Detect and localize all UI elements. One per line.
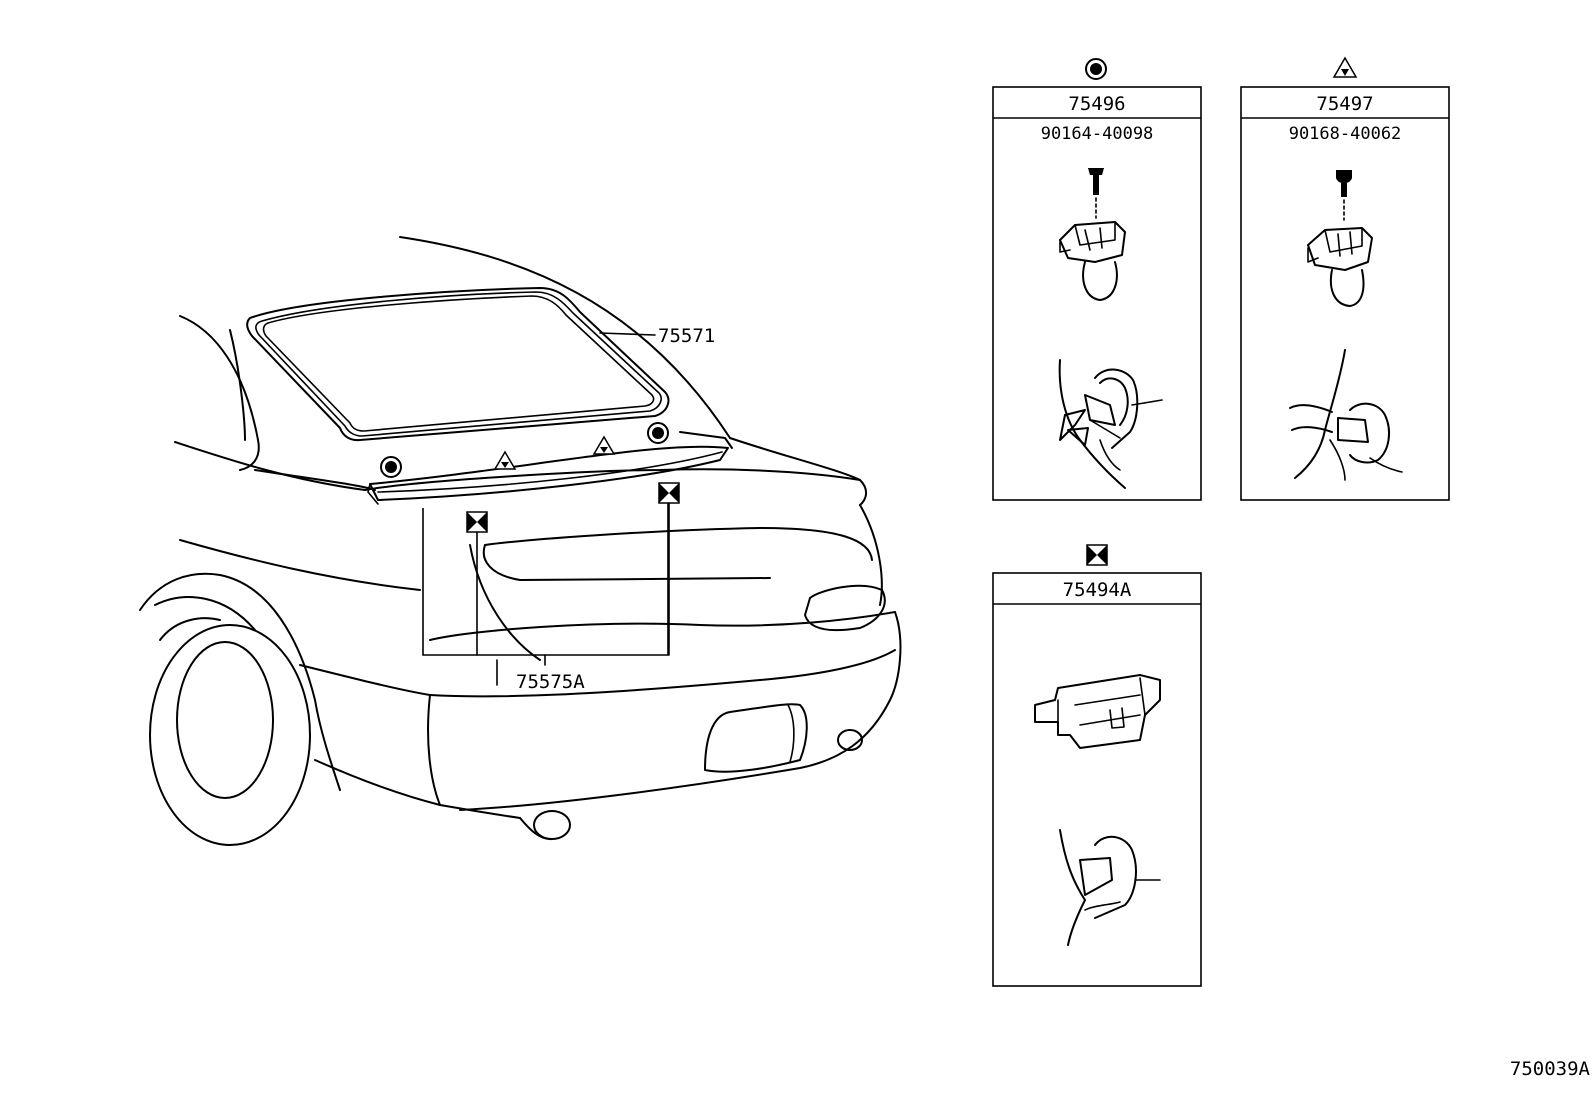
part-label-75575a: 75575A (516, 671, 585, 693)
panel-frame (992, 86, 1202, 501)
circle-dot-icon (1085, 58, 1107, 80)
triangle-dot-icon (1332, 56, 1358, 78)
part-label-75571: 75571 (658, 325, 715, 347)
panel-frame (1240, 86, 1450, 501)
clip-installed-view (1289, 349, 1403, 481)
leader-line (599, 332, 656, 336)
circle-dot-icon (380, 456, 402, 478)
figure-code: 750039A (1510, 1058, 1591, 1080)
panel-75497: 75497 90168-40062 (1240, 56, 1450, 501)
panel-sub-part-number: 90164-40098 (1041, 124, 1154, 144)
hourglass-square-icon (466, 511, 488, 533)
panel-75496: 75496 90164-40098 (992, 58, 1202, 501)
panel-part-number: 75494A (1063, 579, 1132, 601)
clip-icon (1034, 674, 1161, 749)
clip-icon (1059, 221, 1126, 301)
screw-icon (1336, 170, 1352, 221)
panel-sub-part-number: 90168-40062 (1289, 124, 1402, 144)
triangle-dot-icon (493, 450, 517, 470)
triangle-dot-icon (592, 435, 616, 455)
clip-icon (1307, 227, 1373, 307)
car-rear-illustration (139, 236, 902, 846)
clip-installed-view (1058, 359, 1163, 489)
panel-part-number: 75496 (1068, 93, 1125, 115)
screw-icon (1088, 168, 1104, 219)
panel-75494a: 75494A (992, 544, 1202, 987)
clip-installed-view (1059, 829, 1161, 946)
circle-dot-icon (647, 422, 669, 444)
hourglass-square-icon (658, 482, 680, 504)
panel-part-number: 75497 (1316, 93, 1373, 115)
panel-frame (992, 572, 1202, 987)
hourglass-square-icon (1086, 544, 1108, 566)
